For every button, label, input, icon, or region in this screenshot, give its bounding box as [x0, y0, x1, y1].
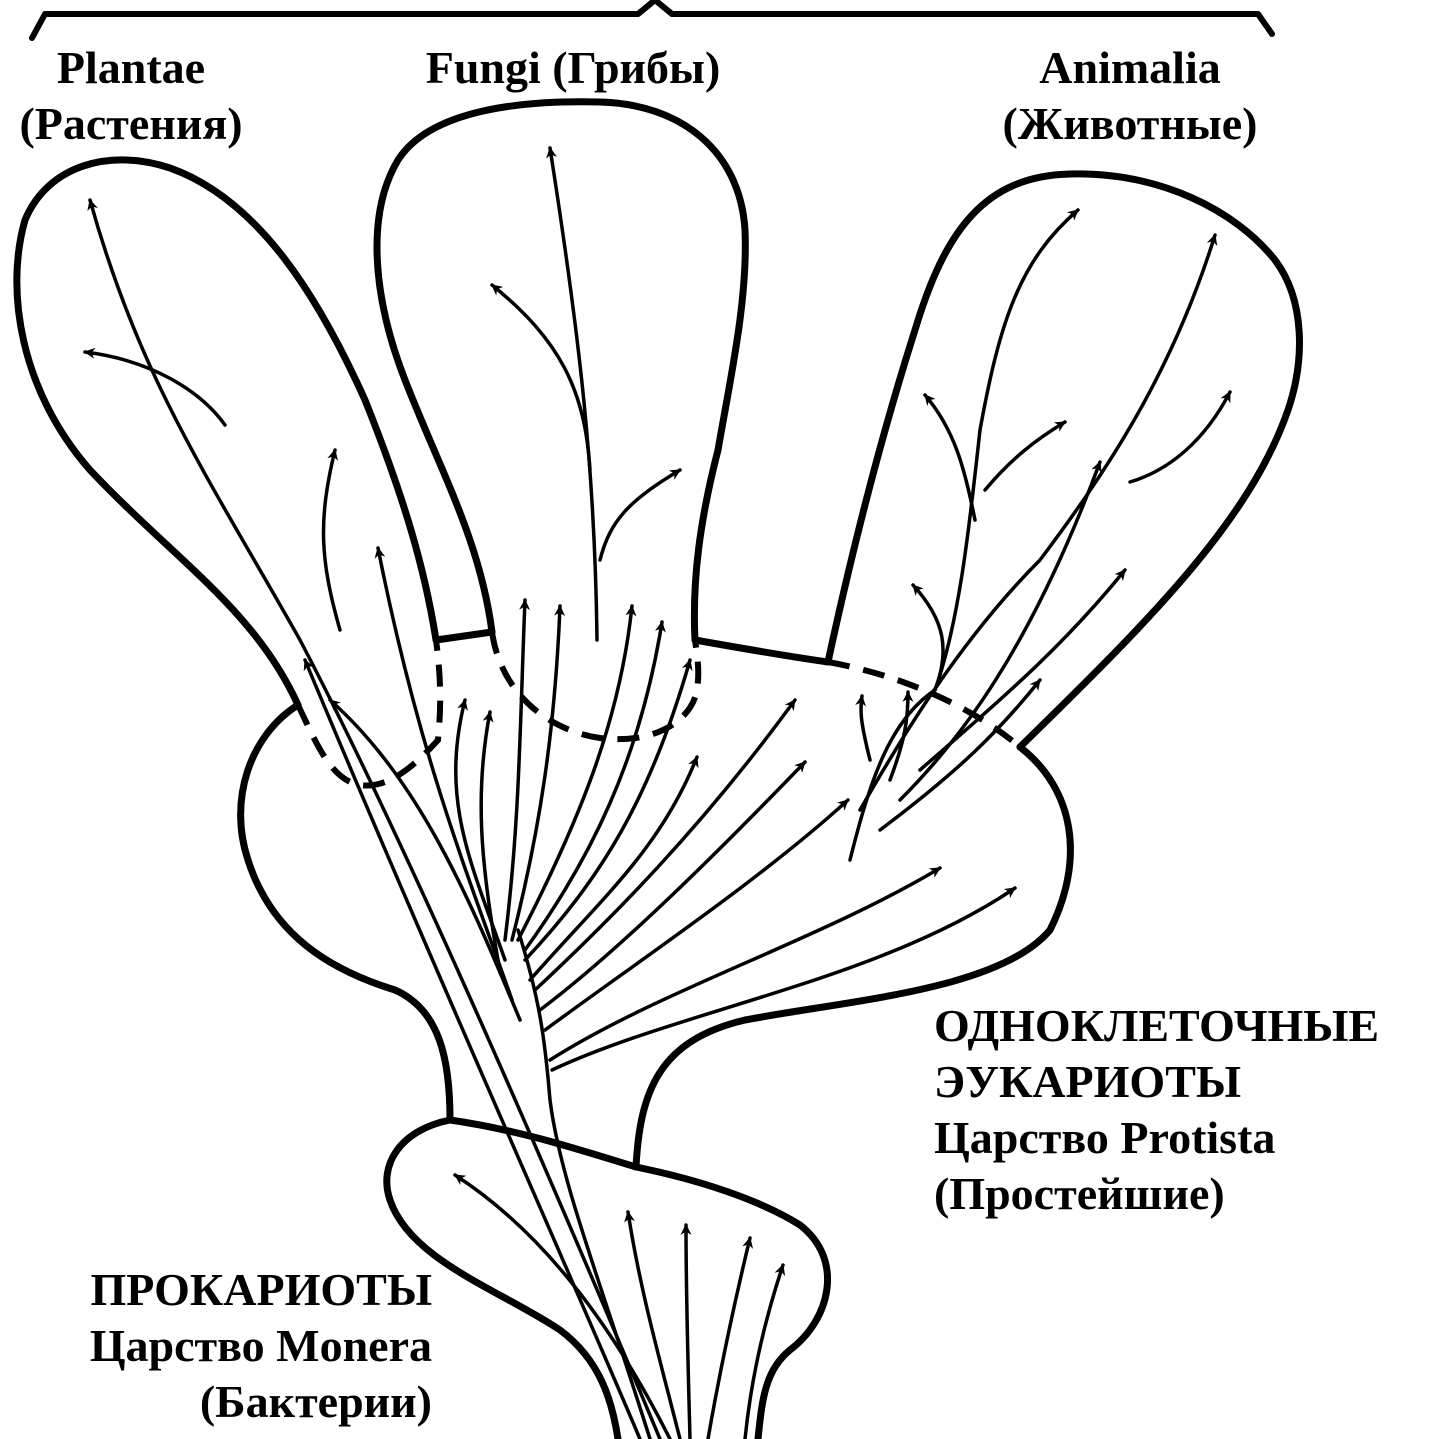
- protista-branch-g: [518, 606, 632, 940]
- plantae-label-latin: Plantae: [0, 40, 262, 96]
- animalia-label: Animalia (Животные): [980, 40, 1280, 152]
- fungi-branch-main: [550, 148, 597, 640]
- animalia-branch-3: [985, 422, 1065, 490]
- animalia-branch-9: [880, 680, 1040, 830]
- rim-plantae-fungi: [436, 632, 492, 640]
- protista-label-line1: ОДНОКЛЕТОЧНЫЕ: [934, 998, 1444, 1054]
- animalia-lobe-outline: [828, 174, 1299, 747]
- plantae-base-dashed-rim: [298, 640, 440, 786]
- plantae-lobe-outline: [17, 160, 436, 705]
- monera-label-line2: Царство Monera: [30, 1318, 432, 1374]
- animalia-label-latin: Animalia: [980, 40, 1280, 96]
- monera-branch-3: [686, 1225, 690, 1439]
- animalia-branch-10: [861, 696, 870, 760]
- animalia-branch-5: [1130, 392, 1230, 482]
- protista-branch-k: [535, 700, 795, 990]
- protista-label-line2: ЭУКАРИОТЫ: [934, 1054, 1444, 1110]
- monera-branch-4: [708, 1238, 750, 1439]
- protista-main-stem: [518, 930, 650, 1439]
- plantae-label-russian: (Растения): [0, 96, 262, 152]
- animalia-branch-2: [925, 395, 975, 520]
- protista-label-line4: (Простейшие): [934, 1166, 1444, 1222]
- kingdoms-brace: [32, 0, 1272, 38]
- protista-branch-l: [540, 762, 805, 1010]
- monera-label: ПРОКАРИОТЫ Царство Monera (Бактерии): [30, 1262, 432, 1430]
- monera-body-outline: [636, 1167, 828, 1439]
- plantae-label: Plantae (Растения): [0, 40, 262, 152]
- protista-branch-h: [525, 622, 662, 950]
- animalia-branch-6: [913, 585, 943, 690]
- monera-label-line3: (Бактерии): [30, 1374, 432, 1430]
- animalia-branch-4: [860, 235, 1215, 810]
- animalia-label-russian: (Животные): [980, 96, 1280, 152]
- fungi-lobe-outline: [377, 102, 745, 640]
- protista-branch-n: [550, 868, 940, 1060]
- monera-label-line1: ПРОКАРИОТЫ: [30, 1262, 432, 1318]
- fungi-label-text: Fungi (Грибы): [398, 40, 748, 96]
- protista-body-outline: [241, 705, 450, 1120]
- fungi-label: Fungi (Грибы): [398, 40, 748, 96]
- protista-label-line3: Царство Protista: [934, 1110, 1444, 1166]
- rim-fungi-animalia: [695, 640, 828, 662]
- fungi-branch-right: [600, 470, 680, 560]
- protista-branch-e: [505, 600, 525, 940]
- plantae-branch-up: [324, 450, 340, 630]
- protista-label: ОДНОКЛЕТОЧНЫЕ ЭУКАРИОТЫ Царство Protista…: [934, 998, 1444, 1222]
- plantae-side-branch: [85, 352, 225, 425]
